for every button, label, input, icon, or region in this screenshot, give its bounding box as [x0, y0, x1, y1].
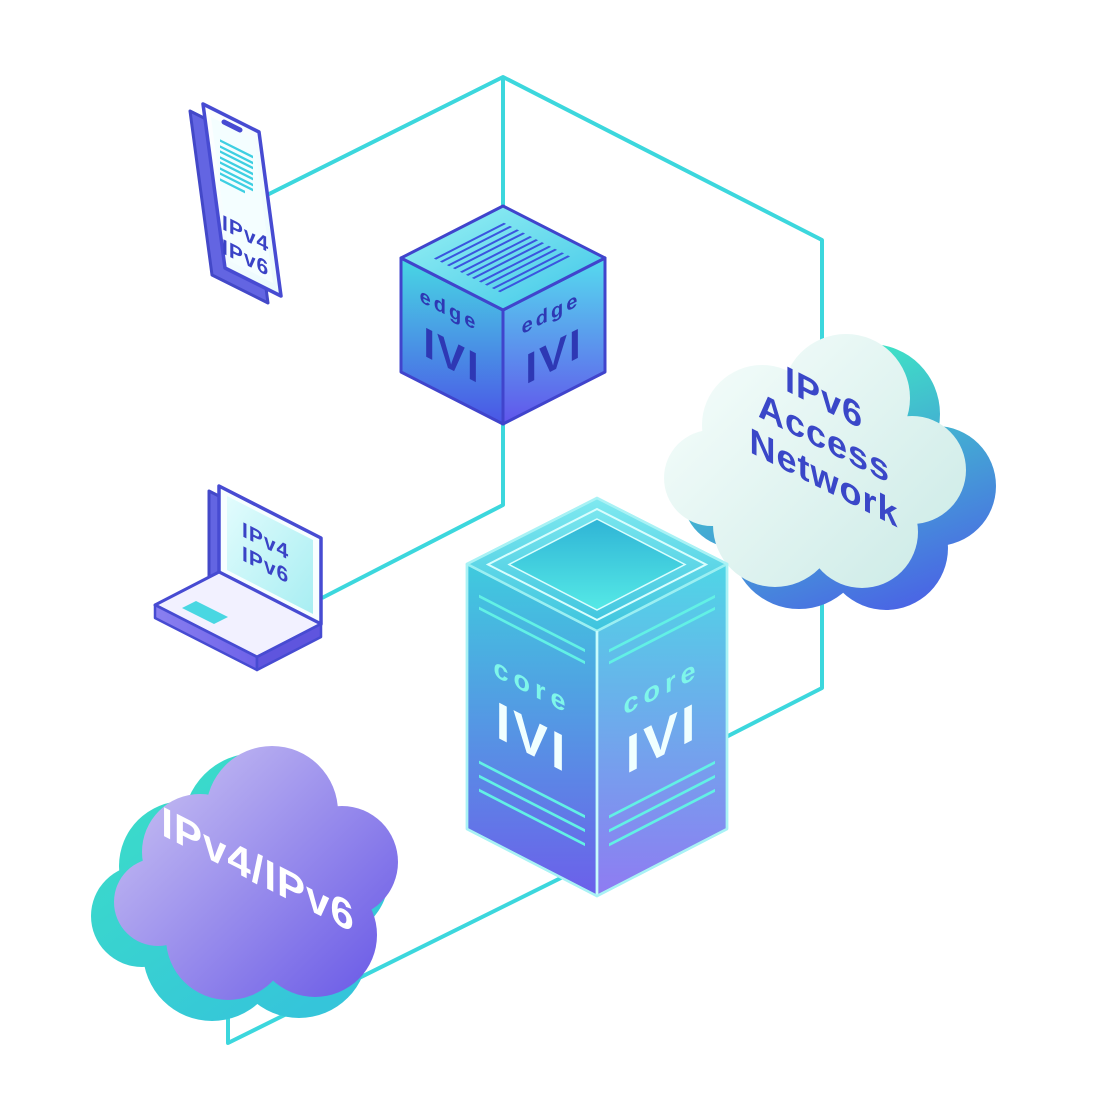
core-hull-outline — [465, 496, 729, 898]
core-top-border — [485, 507, 709, 622]
vent-line — [452, 232, 526, 270]
screen-line — [220, 161, 253, 181]
screen-line — [220, 145, 253, 165]
screen-line — [220, 139, 253, 159]
cloud-lobe — [114, 858, 202, 946]
panel-line — [609, 606, 715, 665]
screen-line — [220, 178, 245, 194]
vent-line — [497, 255, 571, 293]
panel-line — [479, 760, 585, 819]
vent-line — [459, 236, 533, 273]
panel-line — [609, 788, 715, 847]
screen-line — [220, 150, 253, 170]
laptop-screen — [227, 496, 313, 614]
cloud-lobe — [750, 400, 890, 540]
screen-line — [220, 156, 253, 176]
screen-line — [220, 167, 253, 187]
panel-line — [479, 594, 585, 653]
edge-cube-top-vents — [433, 222, 571, 293]
phone-notch — [221, 119, 243, 133]
phone-node: IPv4 IPv6 — [188, 102, 283, 305]
vent-line — [491, 252, 565, 290]
internet-cloud-node: IPv4/IPv6 — [91, 746, 398, 1021]
screen-line — [220, 172, 253, 192]
internet-cloud-body — [114, 746, 398, 1000]
cloud-lobe — [190, 810, 340, 960]
link-phone-apex-rightside — [264, 75, 824, 783]
phone-screen-content — [220, 139, 253, 194]
core-top-panel — [507, 518, 687, 611]
phone-screen — [211, 117, 273, 283]
panel-line — [479, 606, 585, 665]
panel-line — [479, 788, 585, 847]
panel-line — [609, 594, 715, 653]
edge-router-node: edge IVI edge IVI — [399, 204, 607, 426]
panel-line — [609, 760, 715, 819]
core-router-node: core IVI core IVI — [465, 496, 729, 898]
vent-line — [446, 229, 520, 267]
vent-line — [484, 248, 558, 286]
access-cloud-body — [664, 334, 966, 588]
laptop-trackpad — [182, 601, 228, 624]
access-cloud-node: IPv6 Access Network — [664, 334, 996, 610]
vent-line — [439, 225, 513, 263]
vent-line — [471, 242, 545, 279]
cloud-lobe — [664, 430, 760, 526]
laptop-node: IPv4 IPv6 — [153, 484, 323, 672]
panel-line — [479, 774, 585, 833]
panel-line — [609, 774, 715, 833]
vent-line — [478, 245, 552, 283]
vent-line — [465, 239, 539, 276]
vent-line — [433, 222, 507, 260]
laptop-base-right — [255, 622, 323, 672]
